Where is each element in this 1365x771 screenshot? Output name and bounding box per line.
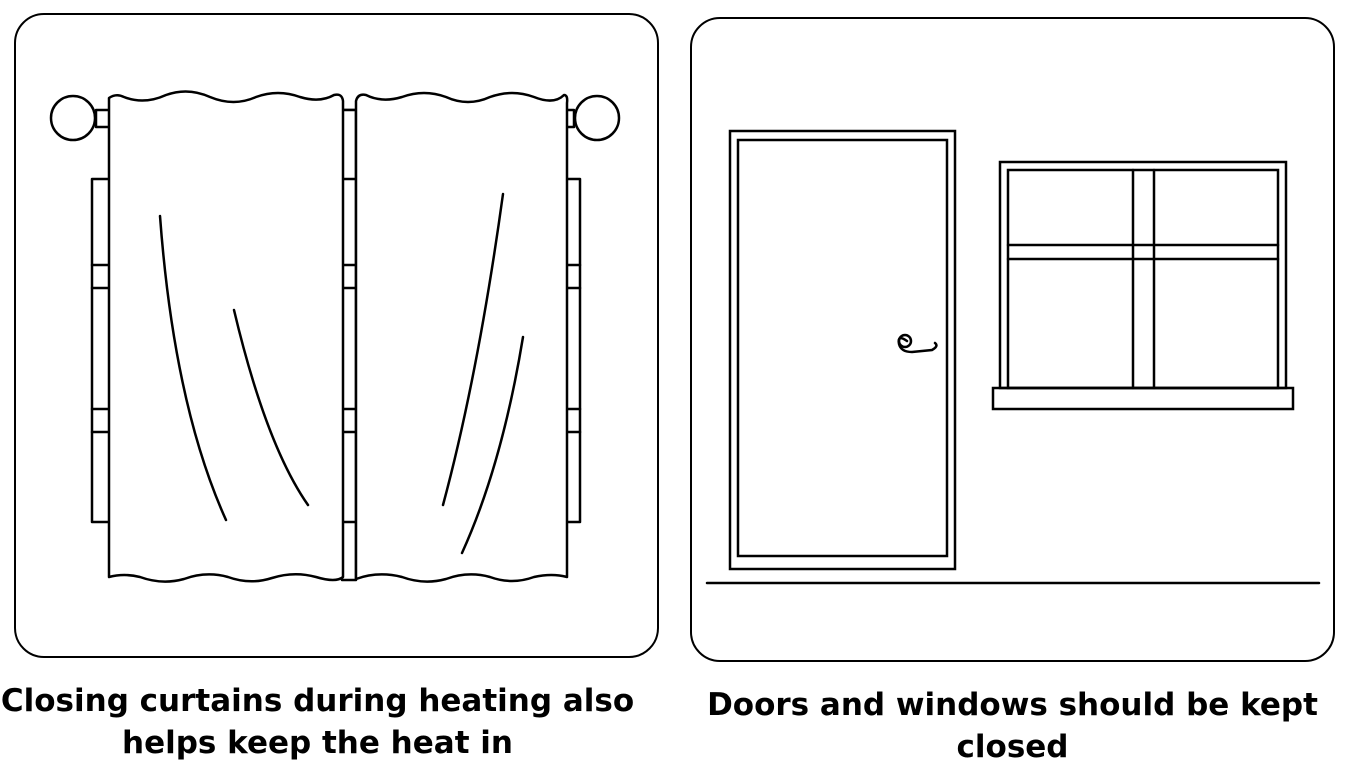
window-icon: [991, 160, 1295, 411]
door-window-caption: Doors and windows should be kept closed: [707, 687, 1318, 765]
door-icon: [728, 129, 957, 571]
curtains-caption: Closing curtains during heating also hel…: [0, 683, 635, 761]
door-and-window-icon: [705, 129, 1321, 585]
door-window-panel: [690, 17, 1335, 662]
curtains-icon: [49, 90, 621, 583]
curtains-panel: [14, 13, 659, 658]
